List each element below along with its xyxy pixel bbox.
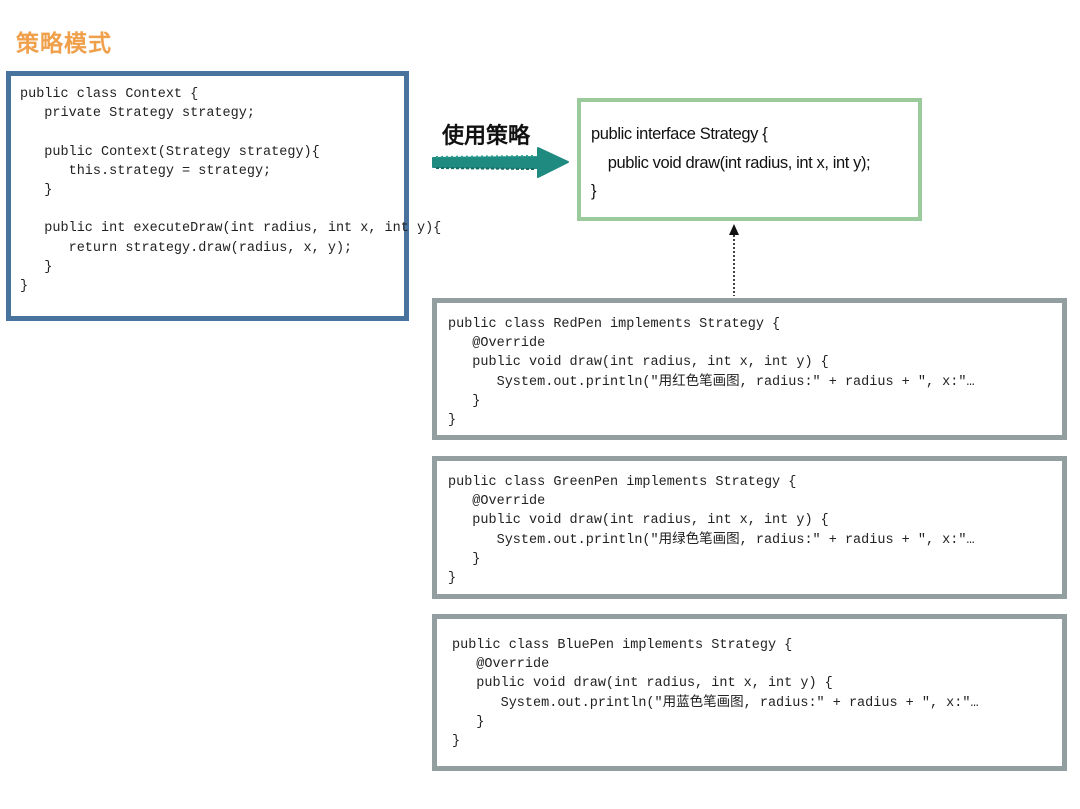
- code-line: public class RedPen implements Strategy …: [448, 317, 781, 332]
- implements-arrow-icon: [729, 224, 739, 296]
- code-line: return strategy.draw(radius, x, y);: [20, 240, 353, 256]
- code-line: }: [452, 734, 461, 750]
- page-title: 策略模式: [16, 31, 112, 57]
- code-line: @Override: [452, 657, 550, 673]
- interface-line: public void draw(int radius, int x, int …: [591, 153, 871, 172]
- redpen-code: public class RedPen implements Strategy …: [448, 315, 1053, 430]
- code-line: public void draw(int radius, int x, int …: [448, 513, 829, 529]
- code-line: System.out.println("用红色笔画图, radius:" + r…: [448, 374, 975, 390]
- code-line: public class GreenPen implements Strateg…: [448, 475, 797, 490]
- context-class-box: public class Context { private Strategy …: [6, 71, 441, 321]
- code-line: }: [452, 714, 485, 730]
- greenpen-class-box: public class GreenPen implements Strateg…: [432, 456, 1067, 599]
- code-line: }: [448, 413, 457, 429]
- code-line: this.strategy = strategy;: [20, 163, 272, 179]
- code-line: }: [20, 183, 53, 199]
- code-line: }: [20, 259, 53, 275]
- code-line: public void draw(int radius, int x, int …: [448, 355, 829, 371]
- code-line: System.out.println("用蓝色笔画图, radius:" + r…: [452, 695, 979, 711]
- code-line: @Override: [448, 336, 546, 352]
- bluepen-class-box: public class BluePen implements Strategy…: [432, 614, 1067, 771]
- code-line: @Override: [448, 494, 546, 510]
- redpen-class-box: public class RedPen implements Strategy …: [432, 298, 1067, 440]
- code-line: }: [20, 279, 29, 295]
- code-line: }: [448, 393, 481, 409]
- code-line: public Context(Strategy strategy){: [20, 144, 320, 160]
- bluepen-code: public class BluePen implements Strategy…: [452, 636, 1057, 751]
- code-line: private Strategy strategy;: [20, 106, 255, 122]
- use-strategy-arrow-icon: [432, 147, 569, 178]
- code-line: public class BluePen implements Strategy…: [452, 638, 793, 653]
- context-class-code: public class Context { private Strategy …: [20, 85, 441, 296]
- code-line: }: [448, 571, 457, 587]
- code-line: System.out.println("用绿色笔画图, radius:" + r…: [448, 532, 975, 548]
- interface-line: public interface Strategy {: [591, 125, 768, 143]
- strategy-interface-box: public interface Strategy { public void …: [577, 98, 922, 221]
- code-line: public void draw(int radius, int x, int …: [452, 676, 833, 692]
- code-line: public class Context {: [20, 87, 199, 102]
- use-strategy-label: 使用策略: [442, 124, 531, 149]
- code-line: public int executeDraw(int radius, int x…: [20, 221, 442, 237]
- greenpen-code: public class GreenPen implements Strateg…: [448, 473, 1053, 588]
- interface-line: }: [591, 182, 597, 200]
- code-line: }: [448, 551, 481, 567]
